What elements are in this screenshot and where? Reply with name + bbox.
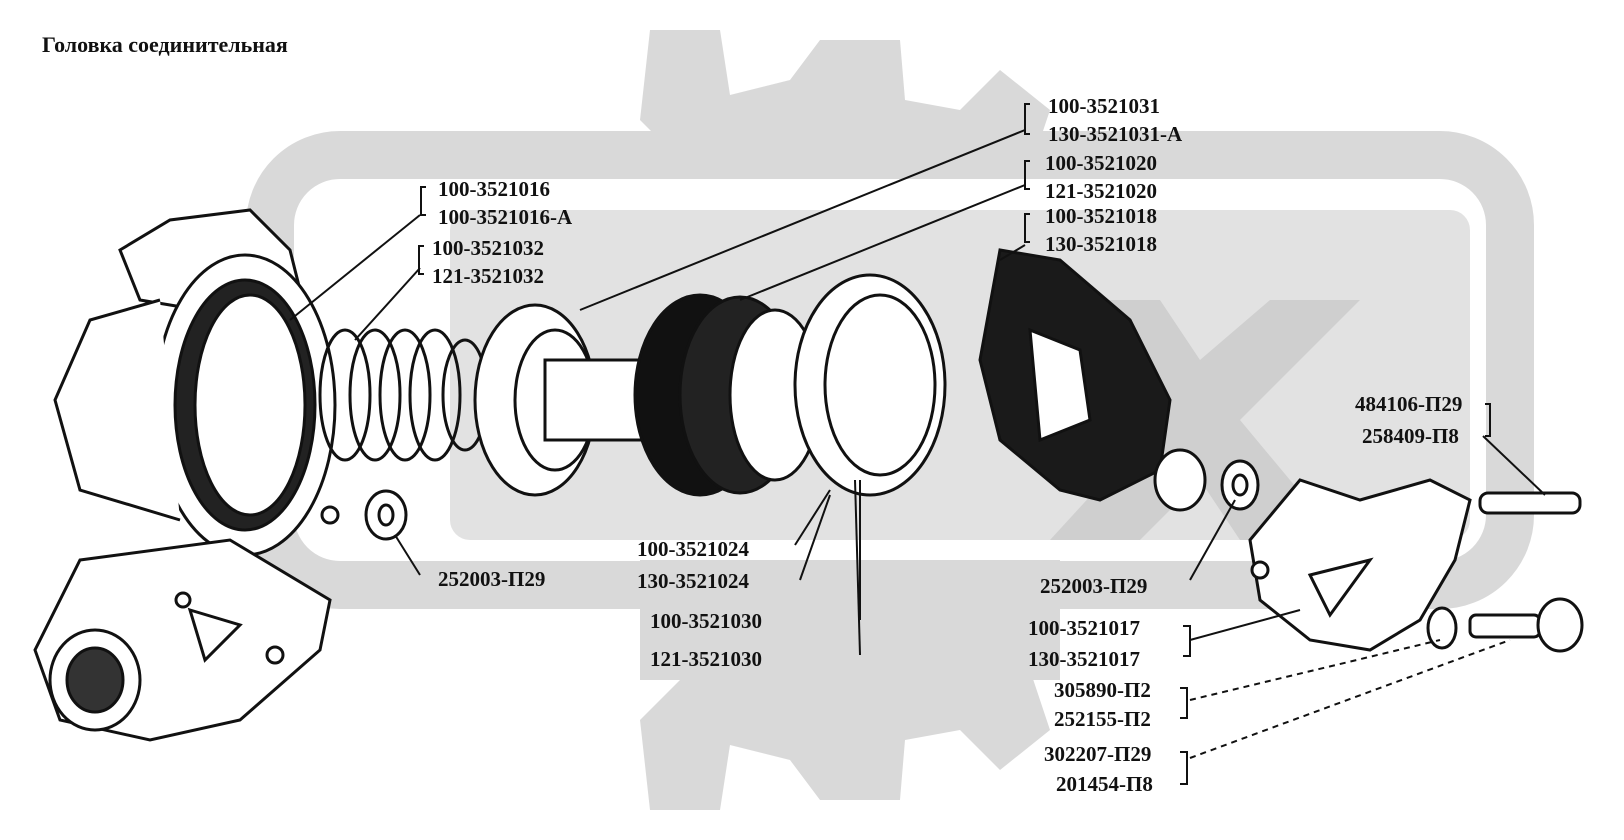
leader-lines bbox=[289, 129, 1546, 759]
part-label: 201454-П8 bbox=[1056, 772, 1153, 796]
part-label: 252155-П2 bbox=[1054, 707, 1151, 731]
part-label: 305890-П2 bbox=[1054, 678, 1151, 702]
part-label: 252003-П29 bbox=[1040, 574, 1148, 598]
bracket bbox=[1248, 478, 1472, 652]
washer-left bbox=[364, 489, 408, 541]
part-label: 130-3521018 bbox=[1045, 232, 1157, 256]
part-label: 252003-П29 bbox=[438, 567, 546, 591]
part-label: 100-3521031 bbox=[1048, 94, 1160, 118]
part-label: 100-3521016-А bbox=[438, 205, 573, 229]
spring bbox=[318, 328, 489, 462]
part-label: 121-3521032 bbox=[432, 264, 544, 288]
pin bbox=[1478, 491, 1582, 515]
part-label: 100-3521024 bbox=[637, 537, 749, 561]
part-label: 130-3521024 bbox=[637, 569, 749, 593]
screw bbox=[1426, 597, 1584, 653]
part-label: 121-3521020 bbox=[1045, 179, 1157, 203]
part-label: 130-3521031-А bbox=[1048, 122, 1183, 146]
part-label: 100-3521018 bbox=[1045, 204, 1157, 228]
part-label: 258409-П8 bbox=[1362, 424, 1459, 448]
part-label: 484106-П29 bbox=[1355, 392, 1463, 416]
diagram-title: Головка соединительная bbox=[42, 32, 288, 57]
part-label: 302207-П29 bbox=[1044, 742, 1152, 766]
ring bbox=[793, 273, 947, 497]
cover bbox=[978, 248, 1207, 512]
part-label: 100-3521032 bbox=[432, 236, 544, 260]
coupling-head-housing bbox=[33, 208, 340, 742]
part-label: 100-3521020 bbox=[1045, 151, 1157, 175]
part-label: 121-3521030 bbox=[650, 647, 762, 671]
part-label: 100-3521030 bbox=[650, 609, 762, 633]
washer-right bbox=[1220, 459, 1260, 511]
part-label: 130-3521017 bbox=[1028, 647, 1140, 671]
part-label: 100-3521016 bbox=[438, 177, 550, 201]
part-label: 100-3521017 bbox=[1028, 616, 1140, 640]
